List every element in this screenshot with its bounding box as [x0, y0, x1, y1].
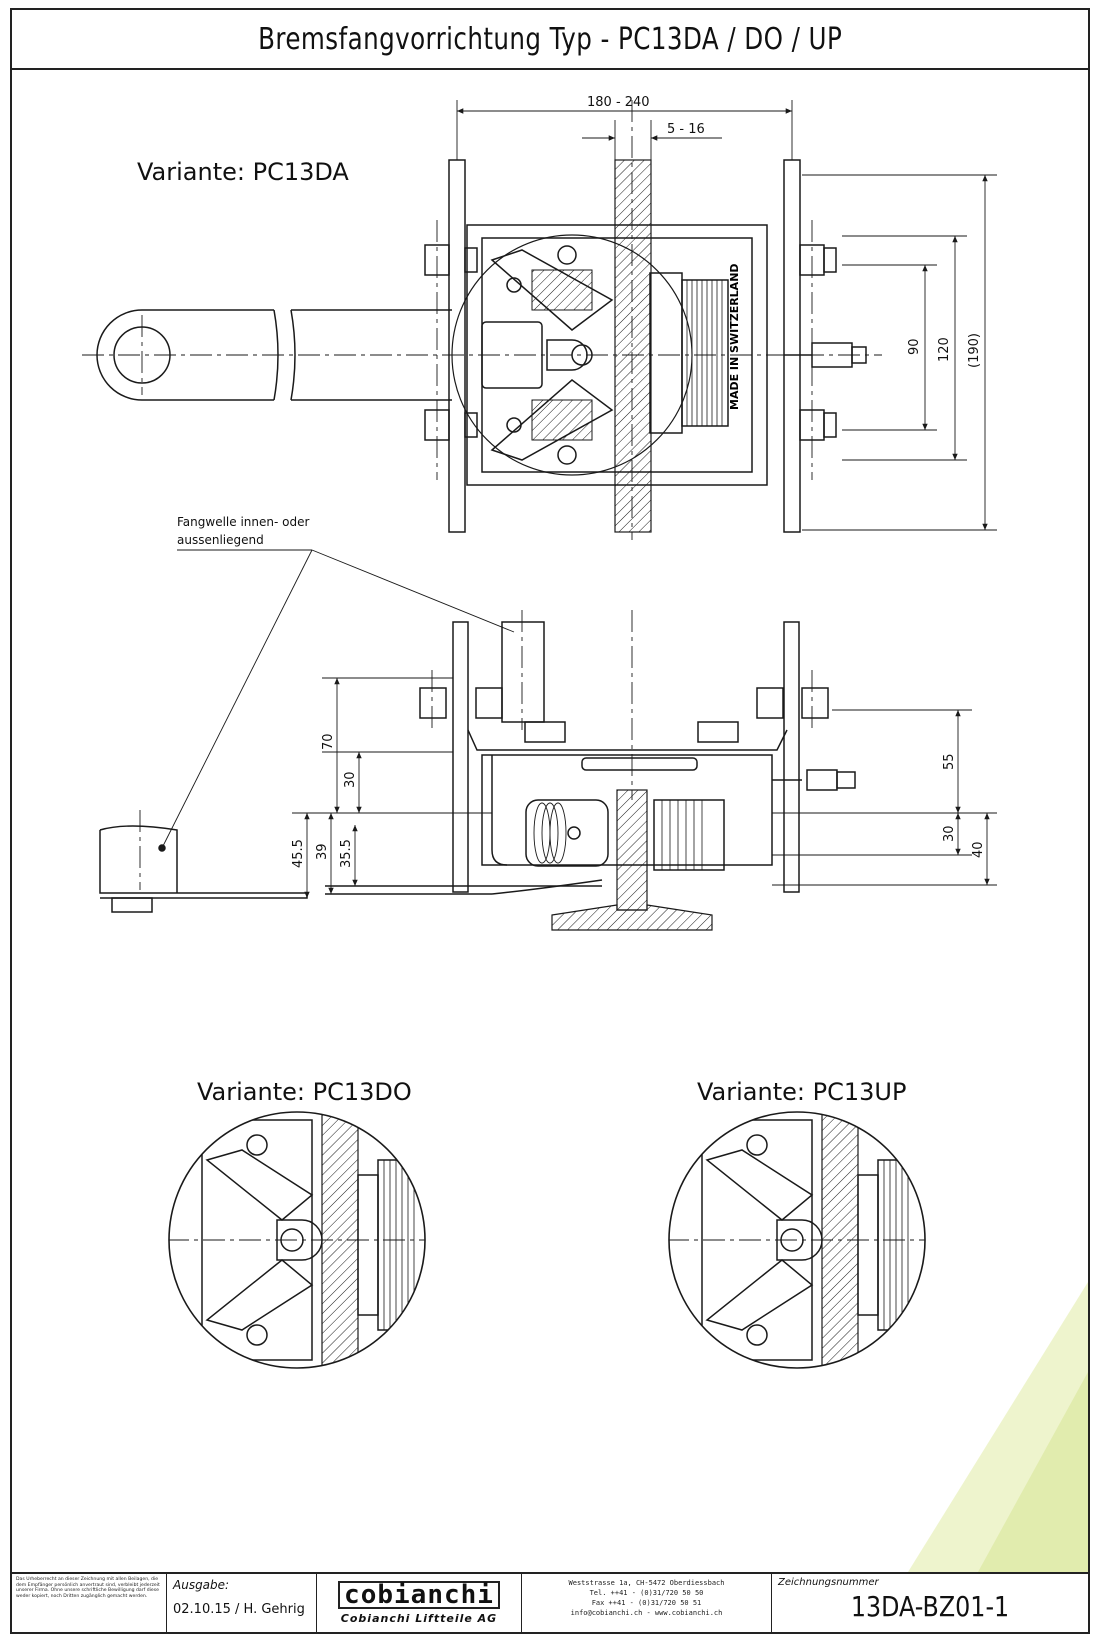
address-line-4: info@cobianchi.ch - www.cobianchi.ch: [570, 1609, 723, 1617]
annotation-line-2: aussenliegend: [177, 533, 264, 547]
variant-label-right: Variante: PC13UP: [697, 1078, 906, 1106]
dim-45-5: 45.5: [291, 839, 306, 868]
drawing-number: 13DA-BZ01-1: [850, 1590, 1010, 1623]
dim-35-5: 35.5: [339, 839, 354, 868]
company-logo: cobianchi Cobianchi Liftteile AG: [317, 1574, 522, 1632]
address-line-2: Tel. ++41 - (0)31/720 50 50: [589, 1589, 704, 1597]
issue-cell: Ausgabe: 02.10.15 / H. Gehrig: [167, 1574, 317, 1632]
issue-value: 02.10.15 / H. Gehrig: [173, 1602, 305, 1617]
detail-view-pc13do: [168, 1111, 426, 1369]
company-name: Cobianchi Liftteile AG: [340, 1612, 498, 1625]
dim-gap-range: 5 - 16: [667, 122, 705, 137]
address-line-1: Weststrasse 1a, CH-5472 Oberdiessbach: [568, 1579, 725, 1587]
dim-width-range: 180 - 240: [587, 95, 650, 110]
dim-30-right: 30: [942, 825, 957, 842]
dim-55: 55: [942, 753, 957, 770]
title-block: Das Urheberrecht an dieser Zeichnung mit…: [12, 1572, 1088, 1632]
variant-label-top: Variante: PC13DA: [137, 158, 349, 186]
drawing-number-cell: Zeichnungsnummer 13DA-BZ01-1: [772, 1574, 1088, 1632]
dim-90: 90: [907, 338, 922, 355]
dim-40: 40: [971, 841, 986, 858]
dim-70: 70: [321, 733, 336, 750]
variant-label-left: Variante: PC13DO: [197, 1078, 412, 1106]
annotation-line-1: Fangwelle innen- oder: [177, 515, 309, 529]
plate-text: MADE IN SWITZERLAND: [728, 263, 741, 410]
issue-label: Ausgabe:: [173, 1578, 230, 1592]
dim-120: 120: [937, 337, 952, 362]
side-view: [99, 549, 997, 931]
drawing-number-label: Zeichnungsnummer: [778, 1577, 879, 1588]
address-line-3: Fax ++41 - (0)31/720 50 51: [591, 1599, 702, 1607]
dim-190: (190): [967, 333, 982, 368]
drawing-sheet: Bremsfangvorrichtung Typ - PC13DA / DO /…: [10, 8, 1090, 1634]
detail-view-pc13up: [668, 1111, 926, 1369]
watermark-leaf: [908, 1282, 1088, 1572]
top-view: [82, 100, 997, 540]
title-bar: Bremsfangvorrichtung Typ - PC13DA / DO /…: [12, 10, 1088, 70]
logo-wordmark: cobianchi: [338, 1581, 500, 1609]
company-address: Weststrasse 1a, CH-5472 Oberdiessbach Te…: [522, 1574, 772, 1632]
legal-notice: Das Urheberrecht an dieser Zeichnung mit…: [12, 1574, 167, 1632]
dim-30-left: 30: [343, 771, 358, 788]
drawing-title: Bremsfangvorrichtung Typ - PC13DA / DO /…: [257, 21, 843, 57]
dim-39: 39: [315, 843, 330, 860]
technical-drawing: Variante: PC13DA Variante: PC13DO Varian…: [82, 95, 997, 1369]
